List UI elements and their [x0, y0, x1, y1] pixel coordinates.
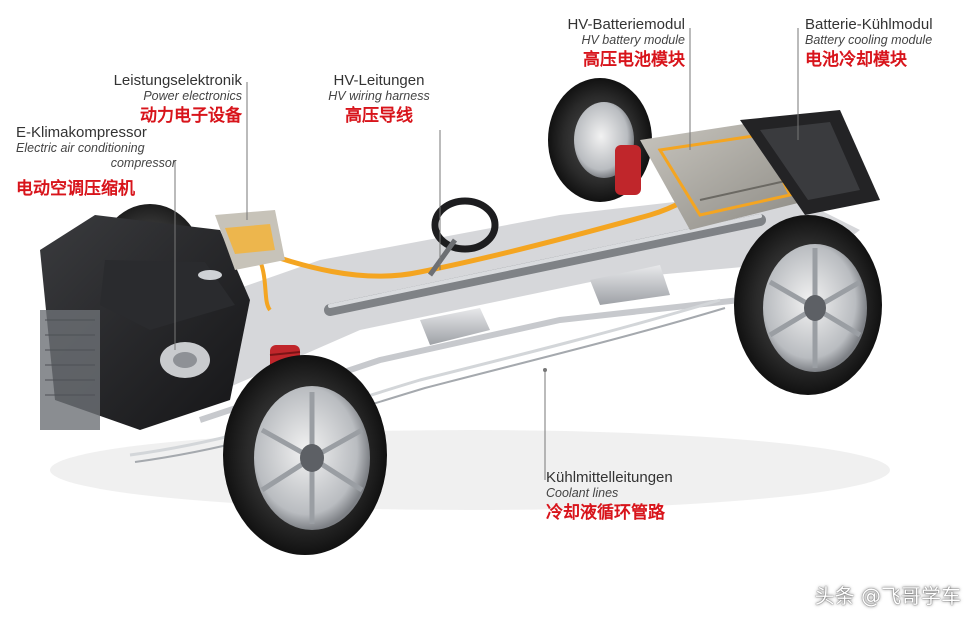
engine: [40, 215, 250, 430]
ground-shadow: [50, 430, 890, 510]
power-electronics-en: Power electronics: [143, 89, 242, 104]
rear-suspension-spring: [615, 145, 641, 195]
rear-right-wheel: [734, 215, 882, 395]
e-compressor-unit: [160, 342, 210, 378]
leader-lines: [174, 28, 799, 480]
hv-battery-en: HV battery module: [581, 33, 685, 48]
steering-wheel: [427, 197, 499, 277]
hv-wiring-zh: 高压导线: [345, 105, 413, 126]
power-electronics-zh: 动力电子设备: [140, 105, 242, 126]
label-power-electronics: Leistungselektronik Power electronics 动力…: [60, 72, 242, 126]
exhaust-muffler: [420, 265, 670, 345]
watermark: 头条 @飞哥学车: [814, 584, 961, 608]
front-right-wheel: [223, 355, 387, 555]
label-hv-battery: HV-Batteriemodul HV battery module 高压电池模…: [530, 16, 685, 70]
battery-cooling-de: Batterie-Kühlmodul: [805, 16, 933, 33]
label-hv-wiring: HV-Leitungen HV wiring harness 高压导线: [314, 72, 444, 126]
battery-cooling-module-unit: [740, 110, 880, 215]
hv-wiring-en: HV wiring harness: [328, 89, 430, 104]
hv-battery-de: HV-Batteriemodul: [567, 16, 685, 33]
label-e-compressor: E-Klimakompressor Electric air condition…: [16, 124, 176, 200]
label-coolant-lines: Kühlmittelleitungen Coolant lines 冷却液循环管…: [546, 469, 746, 523]
power-electronics-de: Leistungselektronik: [113, 72, 242, 89]
drive-shaft: [324, 214, 766, 316]
e-compressor-en-line1: Electric air conditioning: [16, 141, 145, 156]
hv-battery-zh: 高压电池模块: [583, 49, 685, 70]
battery-cooling-zh: 电池冷却模块: [805, 49, 907, 70]
coolant-lines-de: Kühlmittelleitungen: [546, 469, 673, 486]
battery-cooling-en: Battery cooling module: [805, 33, 933, 48]
hv-wiring-de: HV-Leitungen: [333, 72, 425, 89]
label-battery-cooling: Batterie-Kühlmodul Battery cooling modul…: [805, 16, 970, 70]
coolant-lines-zh: 冷却液循环管路: [546, 502, 665, 523]
e-compressor-de: E-Klimakompressor: [16, 124, 147, 141]
e-compressor-en-line2: compressor: [110, 155, 176, 170]
coolant-lines-en: Coolant lines: [546, 486, 619, 501]
e-compressor-zh: 电动空调压缩机: [16, 179, 135, 199]
power-electronics-unit: [215, 210, 285, 270]
